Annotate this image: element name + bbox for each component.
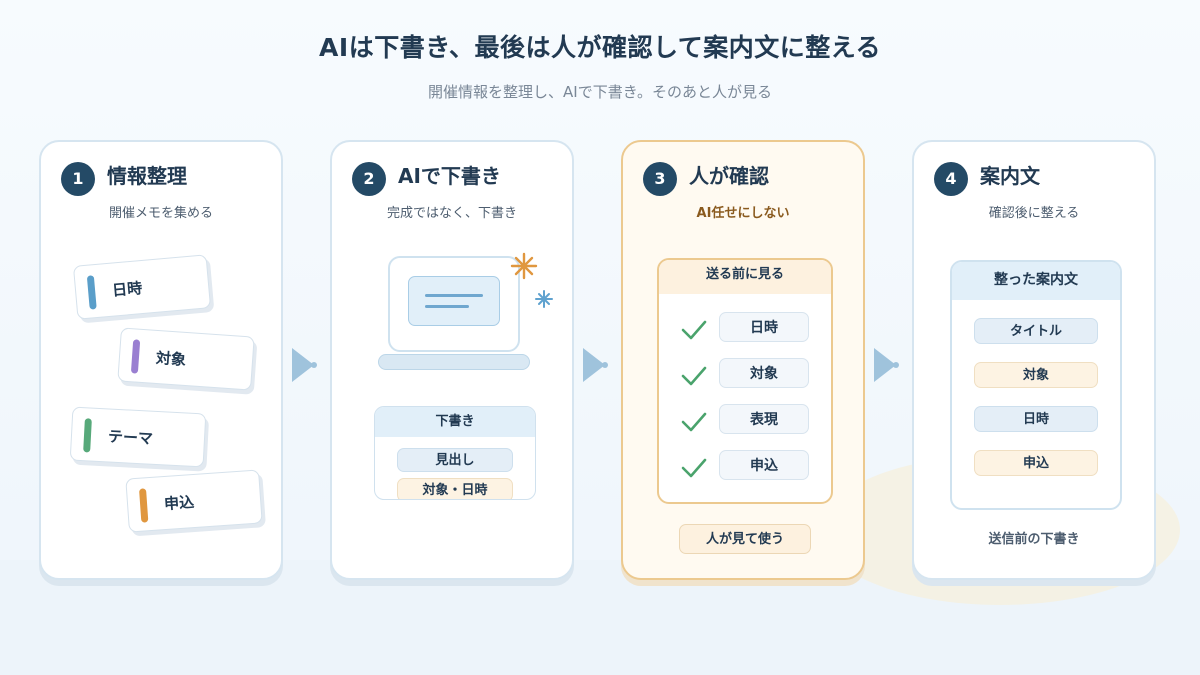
sparkle-icon: [510, 252, 538, 280]
memo-note-datetime: 日時: [72, 254, 212, 320]
flow-arrow-icon: [292, 348, 314, 382]
step-card-info-organize: 1 情報整理 開催メモを集める 日時 対象 テーマ 申込: [39, 140, 283, 580]
arrow-tail: [311, 362, 317, 368]
check-icon: [681, 458, 707, 478]
step-card-announcement: 4 案内文 確認後に整える 整った案内文 タイトル 対象 日時 申込 送信前の下…: [912, 140, 1156, 580]
draft-header: 下書き: [375, 407, 535, 437]
step-card-ai-draft: 2 AIで下書き 完成ではなく、下書き 下書き 見出し 対象・日時: [330, 140, 574, 580]
step-title: AIで下書き: [398, 164, 501, 188]
check-icon: [681, 412, 707, 432]
step-number-badge: 4: [934, 162, 968, 196]
checklist-header: 送る前に見る: [659, 260, 831, 294]
memo-note-target: 対象: [117, 327, 255, 391]
checklist-item: 日時: [719, 312, 809, 342]
draft-item-target-datetime: 対象・日時: [397, 478, 513, 499]
final-footer-note: 送信前の下書き: [988, 532, 1080, 547]
draft-item-heading: 見出し: [397, 448, 513, 472]
final-header: 整った案内文: [952, 262, 1120, 300]
step-title: 情報整理: [107, 164, 187, 188]
screen: [408, 276, 500, 326]
small-sparkle-icon: [535, 290, 553, 308]
step-number-badge: 3: [643, 162, 677, 196]
final-document: 整った案内文 タイトル 対象 日時 申込: [950, 260, 1122, 510]
memo-note-theme: テーマ: [69, 406, 207, 468]
final-item-target: 対象: [974, 362, 1098, 388]
step-subtitle: 確認後に整える: [988, 206, 1080, 221]
laptop-base: [378, 354, 530, 370]
arrow-tail: [893, 362, 899, 368]
monitor-icon: [388, 256, 520, 352]
step-subtitle: 開催メモを集める: [108, 206, 213, 221]
note-label: テーマ: [107, 427, 154, 448]
step-number-badge: 1: [61, 162, 95, 196]
page-subtitle: 開催情報を整理し、AIで下書き。そのあと人が見る: [428, 83, 772, 101]
note-color-bar: [139, 488, 149, 523]
checklist-panel: 送る前に見る 日時 対象 表現 申込: [657, 258, 833, 504]
checklist-item: 表現: [719, 404, 809, 434]
step-card-human-check: 3 人が確認 AI任せにしない 送る前に見る 日時 対象 表現 申込 人が見て使…: [621, 140, 865, 580]
final-item-datetime: 日時: [974, 406, 1098, 432]
note-color-bar: [83, 418, 92, 453]
checklist-item: 対象: [719, 358, 809, 388]
page-title: AIは下書き、最後は人が確認して案内文に整える: [319, 33, 881, 62]
memo-note-apply: 申込: [125, 469, 263, 533]
note-label: 対象: [155, 348, 187, 369]
step-subtitle: AI任せにしない: [696, 206, 790, 221]
step-title: 案内文: [980, 164, 1040, 188]
flow-arrow-icon: [583, 348, 605, 382]
note-color-bar: [86, 275, 97, 310]
note-color-bar: [130, 339, 141, 374]
final-item-apply: 申込: [974, 450, 1098, 476]
checklist-item: 申込: [719, 450, 809, 480]
note-label: 申込: [163, 493, 195, 514]
note-label: 日時: [111, 279, 143, 300]
step-number-badge: 2: [352, 162, 386, 196]
flow-arrow-icon: [874, 348, 896, 382]
arrow-tail: [602, 362, 608, 368]
check-icon: [681, 320, 707, 340]
check-icon: [681, 366, 707, 386]
final-item-title: タイトル: [974, 318, 1098, 344]
step-title: 人が確認: [689, 164, 769, 188]
step-subtitle: 完成ではなく、下書き: [386, 206, 517, 221]
human-use-label: 人が見て使う: [679, 524, 811, 554]
draft-document: 下書き 見出し 対象・日時: [374, 406, 536, 500]
